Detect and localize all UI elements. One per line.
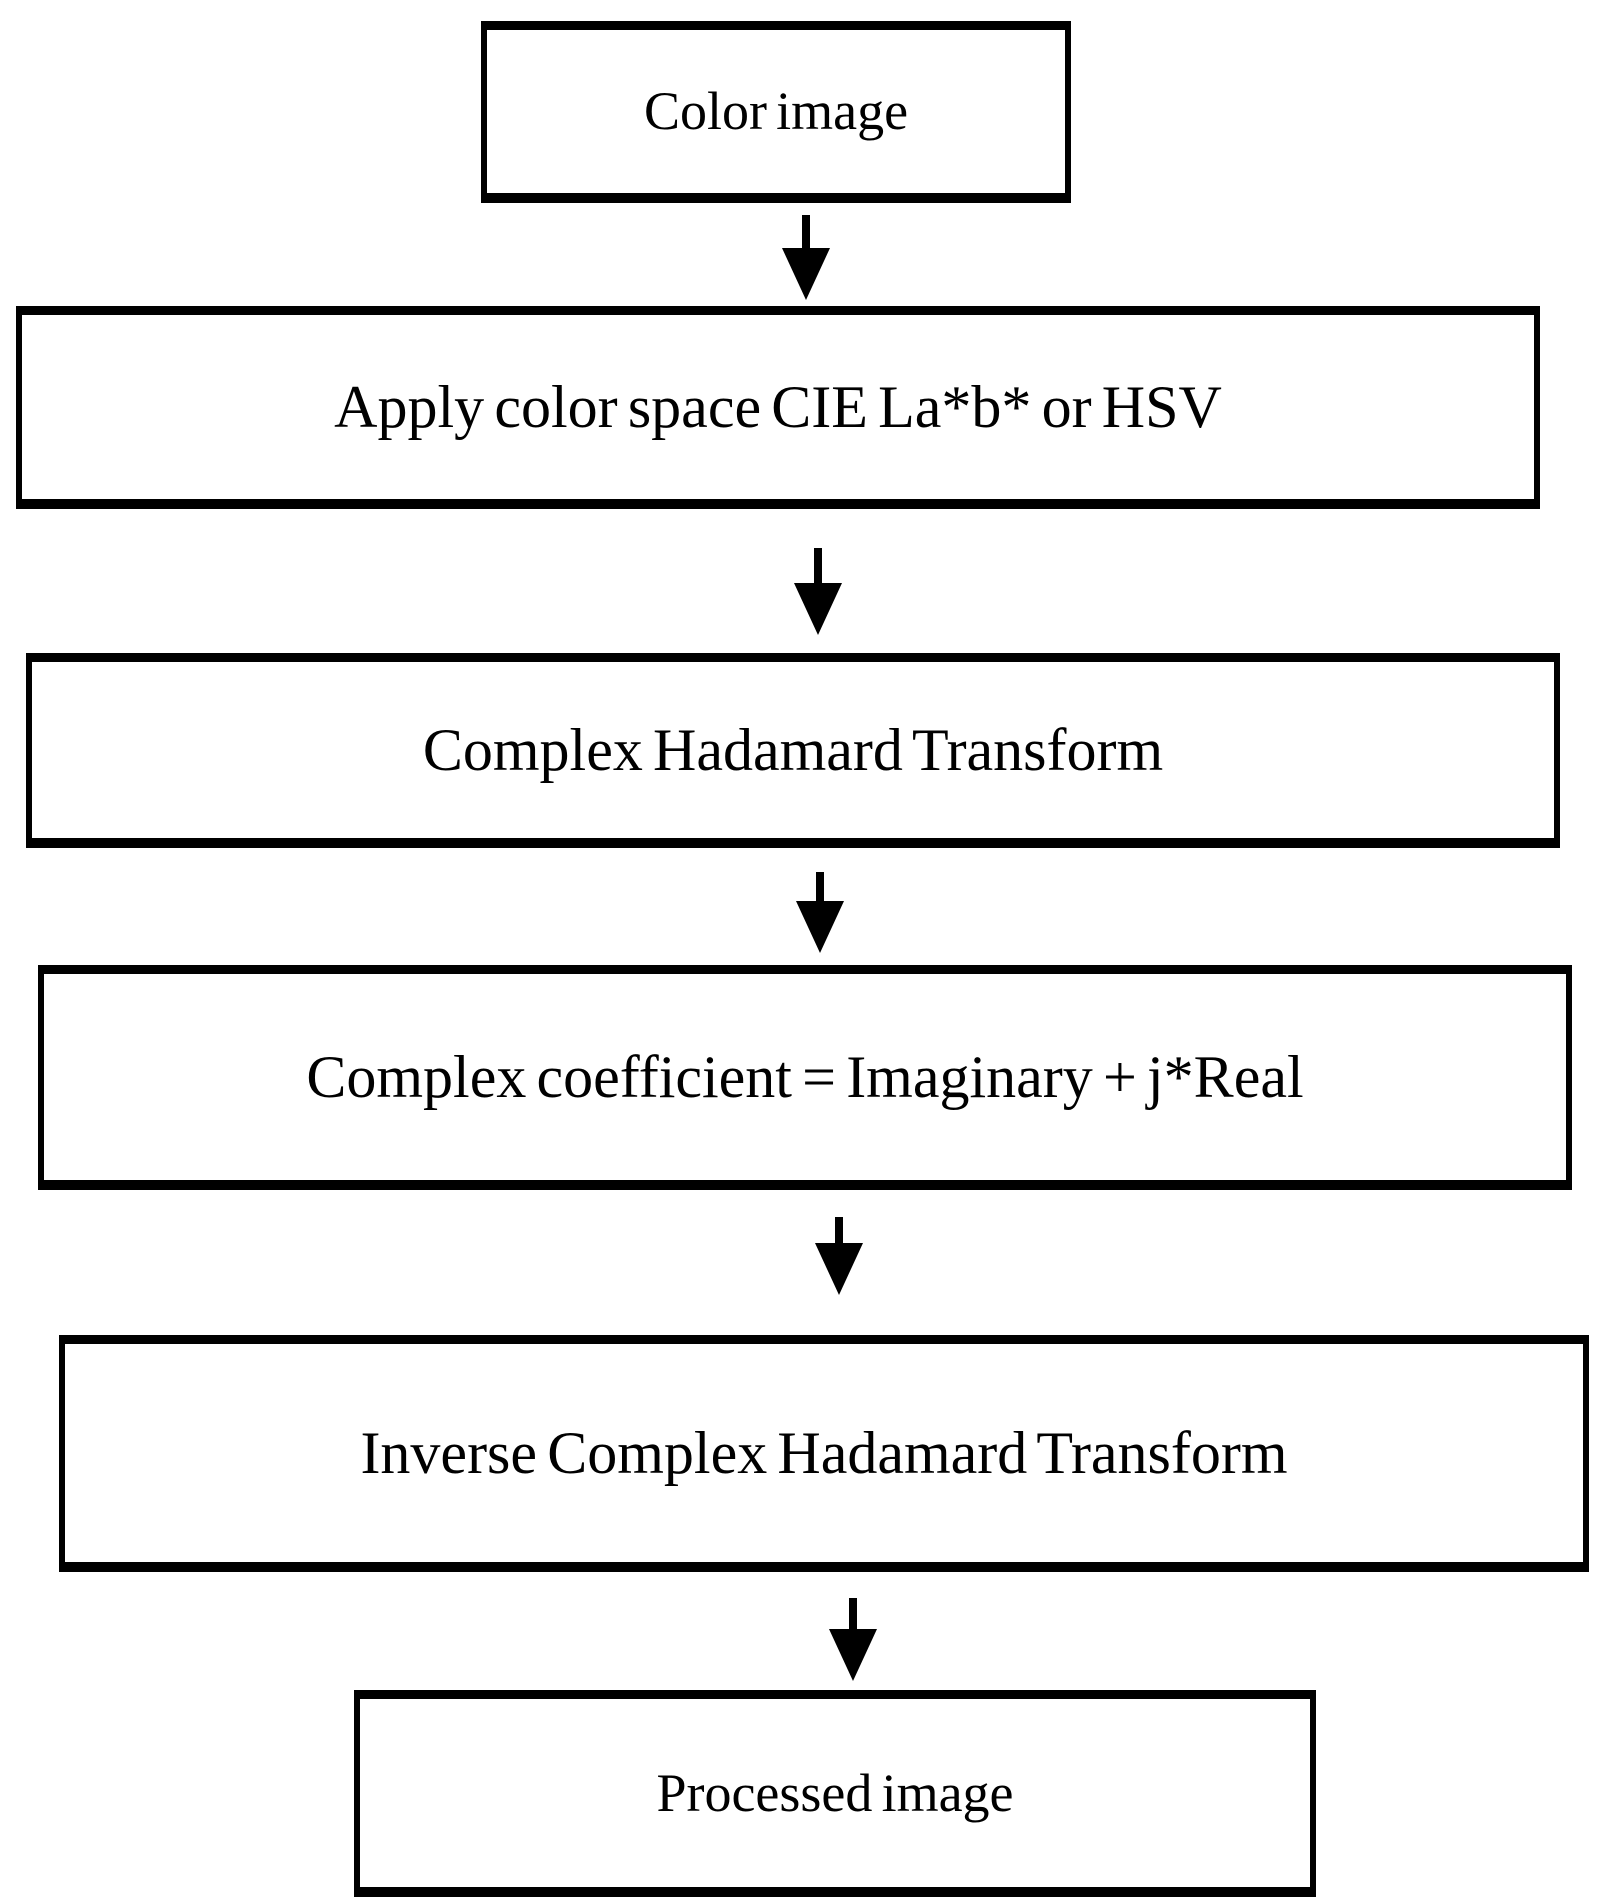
flow-step-label: Complex Hadamard Transform xyxy=(422,716,1164,783)
flow-step-color-image: Color image xyxy=(481,21,1071,203)
flow-step-label: Color image xyxy=(643,81,909,142)
arrow-head xyxy=(815,1243,863,1295)
flow-arrow-down-icon xyxy=(794,548,842,635)
arrow-stem xyxy=(814,548,822,587)
arrow-head xyxy=(796,901,844,953)
flow-arrow-down-icon xyxy=(796,872,844,953)
flow-step-label: Complex coefficient = Imaginary + j*Real xyxy=(306,1043,1304,1110)
flow-step-complex-hadamard-transform: Complex Hadamard Transform xyxy=(26,653,1560,848)
arrow-head xyxy=(794,583,842,635)
flow-step-label: Apply color space CIE La*b* or HSV xyxy=(334,373,1222,440)
arrow-stem xyxy=(849,1598,857,1633)
arrow-stem xyxy=(816,872,824,905)
flow-step-complex-coefficient: Complex coefficient = Imaginary + j*Real xyxy=(38,965,1572,1190)
arrow-stem xyxy=(835,1217,843,1247)
flow-arrow-down-icon xyxy=(829,1598,877,1681)
flow-step-label: Inverse Complex Hadamard Transform xyxy=(360,1419,1288,1486)
flow-step-apply-color-space: Apply color space CIE La*b* or HSV xyxy=(16,306,1540,509)
flow-step-label: Processed image xyxy=(656,1762,1014,1823)
flow-arrow-down-icon xyxy=(815,1217,863,1295)
flow-arrow-down-icon xyxy=(782,215,830,300)
arrow-stem xyxy=(802,215,810,252)
flow-step-inverse-complex-hadamard-transform: Inverse Complex Hadamard Transform xyxy=(59,1335,1589,1572)
arrow-head xyxy=(782,248,830,300)
flow-step-processed-image: Processed image xyxy=(354,1690,1316,1897)
arrow-head xyxy=(829,1629,877,1681)
